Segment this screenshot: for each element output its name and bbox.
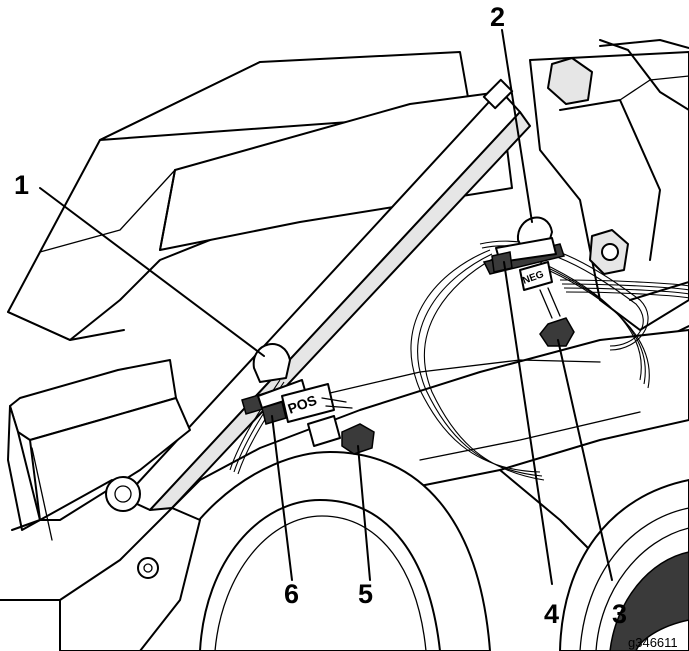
neg-label: NEG (521, 269, 545, 287)
callout-5: 5 (358, 579, 374, 609)
bottom-left-frame (0, 507, 201, 651)
callout-6: 6 (284, 579, 300, 609)
leader-lines (39, 29, 613, 585)
negative-terminal (482, 216, 575, 347)
neg-nut (539, 317, 575, 347)
callout-4: 4 (544, 599, 560, 629)
callout-2: 2 (490, 2, 506, 32)
neg-connector (519, 261, 553, 291)
right-frame (529, 39, 689, 361)
pos-nut (341, 423, 375, 455)
callout-3: 3 (612, 599, 628, 629)
pos-connector-body (281, 383, 335, 423)
figure-id: g346611 (628, 635, 678, 650)
pos-label: POS (286, 392, 319, 417)
upper-left-panel (7, 51, 513, 341)
wire-harness (229, 240, 689, 481)
positive-terminal (241, 343, 375, 455)
callout-1: 1 (14, 170, 30, 200)
left-rail (7, 359, 191, 541)
